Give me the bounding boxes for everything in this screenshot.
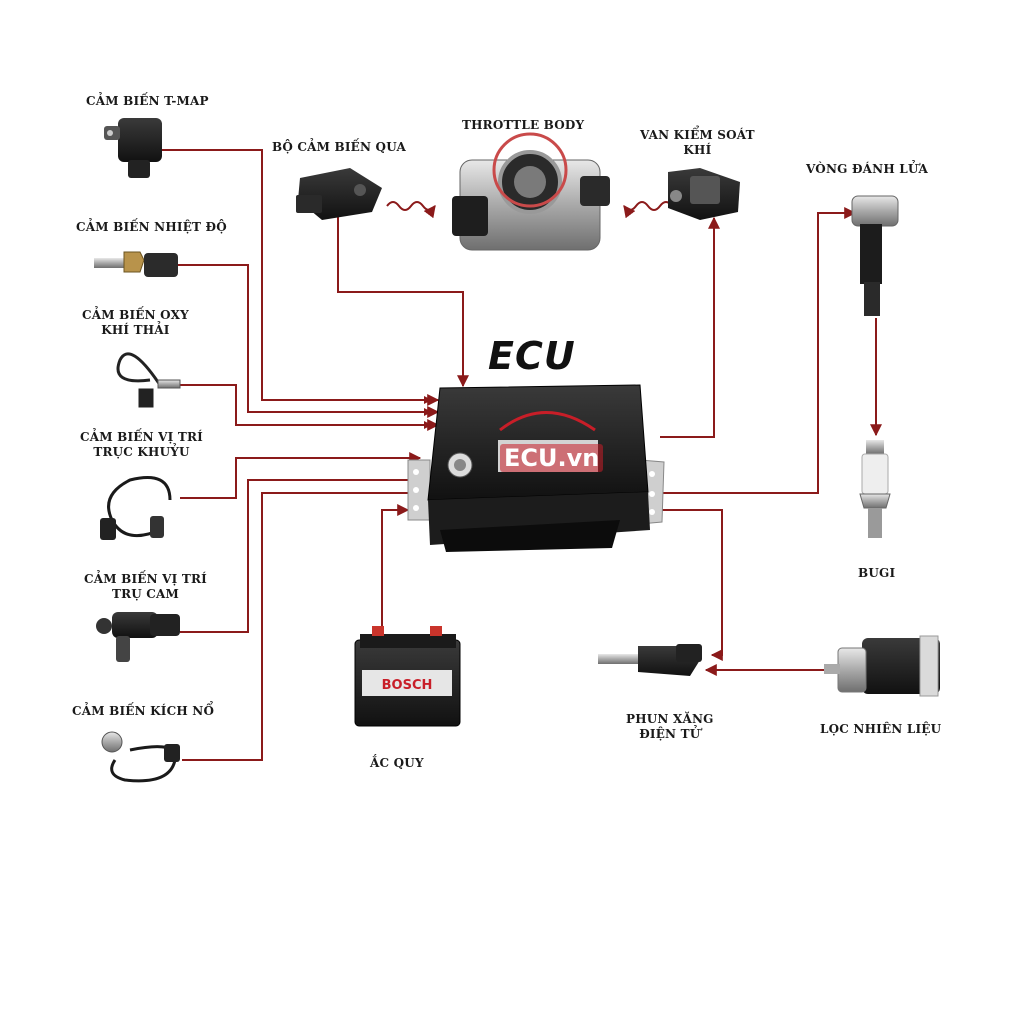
ecu-unit <box>407 384 665 552</box>
label-throttle-position: BỘ CẢM BIẾN QUA <box>272 140 407 154</box>
battery-brand: BOSCH <box>382 678 433 693</box>
oxygen-sensor-image <box>116 352 181 408</box>
idle-air-valve-image <box>668 168 740 220</box>
wire-injector <box>660 509 723 661</box>
wire-oxygen <box>175 384 440 431</box>
wire-idle-valve <box>660 216 720 438</box>
throttle-position-sensor-image <box>296 168 382 220</box>
knock-sensor-image <box>101 731 180 783</box>
ecu-pins <box>424 396 432 429</box>
wire-battery <box>381 504 410 632</box>
spark-plug-image <box>859 440 891 538</box>
label-battery: ẮC QUY <box>370 756 424 770</box>
wire-camshaft <box>180 474 422 633</box>
fuel-filter-image <box>824 635 940 697</box>
label-throttle-body: THROTTLE BODY <box>462 118 585 132</box>
label-ignition-coil: VÒNG ĐÁNH LỬA <box>806 162 929 176</box>
label-temperature: CẢM BIẾN NHIỆT ĐỘ <box>76 220 227 234</box>
flow-throttle-position <box>386 201 436 219</box>
wire-throttle-position <box>337 215 469 388</box>
wires <box>162 149 882 761</box>
ignition-coil-image <box>851 195 899 316</box>
camshaft-sensor-image <box>96 612 180 662</box>
ecu-watermark: ECU.vn <box>500 444 604 472</box>
wire-knock <box>182 487 422 761</box>
wire-ignition <box>660 207 857 494</box>
wire-t-map <box>162 149 440 406</box>
battery-image: BOSCH <box>354 626 461 727</box>
label-camshaft-sensor: CẢM BIẾN VỊ TRÍ TRỤ CAM <box>84 572 207 601</box>
t-map-sensor-image <box>104 118 162 178</box>
temperature-sensor-image <box>94 251 178 277</box>
label-idle-valve: VAN KIỂM SOÁT KHÍ <box>640 128 755 157</box>
label-t-map: CẢM BIẾN T-MAP <box>86 94 209 108</box>
label-knock-sensor: CẢM BIẾN KÍCH NỔ <box>72 704 215 718</box>
label-fuel-filter: LỌC NHIÊN LIỆU <box>820 722 942 736</box>
wire-temperature <box>178 264 440 418</box>
flow-idle-valve <box>623 201 673 219</box>
crankshaft-sensor-image <box>100 476 172 540</box>
label-oxygen-sensor: CẢM BIẾN OXY KHÍ THẢI <box>82 308 189 337</box>
wire-crankshaft <box>180 452 422 499</box>
label-crankshaft-sensor: CẢM BIẾN VỊ TRÍ TRỤC KHUỶU <box>80 430 203 459</box>
fuel-injector-image <box>598 644 702 676</box>
ecu-title: ECU <box>488 334 576 378</box>
label-spark-plug: BUGI <box>858 566 896 580</box>
throttle-body-image <box>452 132 610 251</box>
label-fuel-injector: PHUN XĂNG ĐIỆN TỬ <box>626 712 714 741</box>
